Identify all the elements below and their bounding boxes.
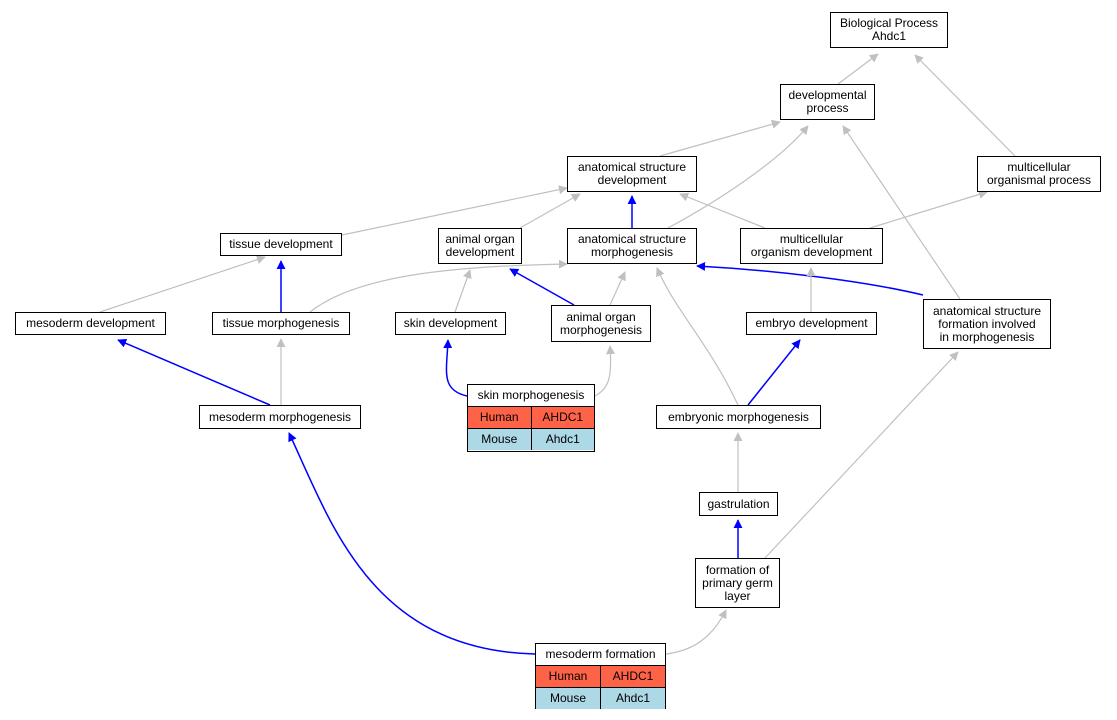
node-label-line: primary germ (702, 575, 773, 590)
edge-mesoderm-dev-to-tissue-dev (99, 255, 266, 313)
edge-skin-dev-to-animal-organ-dev (454, 269, 472, 313)
node-label-line: organism development (750, 245, 873, 259)
edge-tissue-dev-to-anat-dev (341, 185, 568, 236)
node-label-line: formation involved (938, 316, 1036, 331)
node-label-line: mesoderm morphogenesis (208, 409, 352, 424)
node-label-line: development (597, 173, 667, 187)
edge-tissue-morph-to-anat-morph (309, 259, 568, 313)
node-label-line: animal organ (566, 309, 636, 324)
species-cell: Mouse (549, 691, 587, 705)
node-label-line: Ahdc1 (871, 29, 907, 43)
gene-row-mouse: Mouse Ahdc1 (536, 687, 665, 709)
node-label-line: development (445, 245, 515, 259)
node-tissue-development[interactable]: tissue development (220, 233, 342, 256)
node-label-line: gastrulation (707, 496, 770, 511)
edge-anat-formation-to-anat-morph (696, 261, 924, 296)
node-label-line: morphogenesis (590, 245, 674, 259)
edge-anat-dev-to-dev-process (659, 119, 781, 157)
edge-anat-morph-to-dev-process (667, 125, 809, 229)
node-label-line: process (806, 101, 849, 115)
species-cell: Human (479, 410, 519, 424)
edge-animal-organ-morph-to-anat-morph (609, 271, 626, 306)
edge-skin-morph-to-skin-dev (443, 339, 468, 397)
gene-row-mouse: Mouse Ahdc1 (468, 428, 594, 450)
edge-multi-process-to-bio-process (914, 54, 1016, 157)
node-mesoderm-morphogenesis[interactable]: mesoderm morphogenesis (199, 405, 361, 429)
node-multicellular-organism-development[interactable]: multicellular organism development (740, 228, 883, 264)
edge-embryonic-morph-to-anat-morph (656, 267, 739, 406)
edge-mesoderm-formation-to-primary-germ (665, 609, 727, 655)
node-label-line: embryo development (755, 316, 868, 330)
node-mesoderm-development[interactable]: mesoderm development (15, 312, 166, 335)
node-label-line: animal organ (445, 232, 515, 246)
node-label-line: anatomical structure (577, 232, 687, 246)
node-label-line: skin development (403, 316, 498, 330)
edge-primary-germ-to-anat-formation (764, 351, 959, 559)
node-multicellular-organismal-process[interactable]: multicellular organismal process (977, 156, 1101, 192)
edge-skin-morph-to-animal-organ-morph (594, 345, 616, 397)
node-anatomical-structure-morphogenesis[interactable]: anatomical structure morphogenesis (567, 228, 697, 264)
node-label-line: organismal process (986, 173, 1092, 187)
node-label-line: formation of (705, 562, 770, 577)
node-label-line: multicellular (779, 232, 844, 246)
node-tissue-morphogenesis[interactable]: tissue morphogenesis (212, 312, 350, 335)
gene-cell: Ahdc1 (600, 688, 665, 709)
node-animal-organ-morphogenesis[interactable]: animal organ morphogenesis (551, 305, 651, 342)
gene-cell: AHDC1 (530, 407, 595, 428)
node-gastrulation[interactable]: gastrulation (699, 492, 778, 516)
node-label-line: morphogenesis (559, 322, 643, 337)
gene-cell: AHDC1 (600, 666, 665, 687)
edge-animal-organ-dev-to-anat-dev (519, 193, 581, 229)
edge-dev-process-to-bio-process (837, 53, 879, 85)
gene-row-human: Human AHDC1 (536, 666, 665, 687)
node-label-line: in morphogenesis (939, 329, 1035, 344)
node-animal-organ-development[interactable]: animal organ development (438, 228, 522, 264)
node-biological-process[interactable]: Biological Process Ahdc1 (830, 12, 948, 48)
gene-table-title: skin morphogenesis (468, 385, 594, 407)
node-label-line: embryonic morphogenesis (668, 409, 809, 424)
edge-mesoderm-morph-to-mesoderm-dev (117, 339, 271, 406)
node-label-line: anatomical structure (577, 160, 687, 174)
node-developmental-process[interactable]: developmental process (780, 84, 875, 120)
node-label-line: layer (724, 588, 751, 603)
edge-multi-org-dev-to-anat-dev (679, 192, 766, 229)
node-skin-development[interactable]: skin development (395, 312, 506, 335)
edge-anat-formation-to-dev-process (842, 125, 961, 300)
gene-table-title: mesoderm formation (536, 644, 665, 666)
gene-row-human: Human AHDC1 (468, 407, 594, 428)
species-cell: Mouse (481, 432, 518, 446)
node-embryo-development[interactable]: embryo development (746, 312, 877, 335)
node-embryonic-morphogenesis[interactable]: embryonic morphogenesis (656, 405, 821, 429)
node-formation-of-primary-germ-layer[interactable]: formation of primary germ layer (695, 558, 780, 608)
node-label-line: tissue morphogenesis (222, 316, 340, 330)
gene-table-skin-morphogenesis[interactable]: skin morphogenesis Human AHDC1 Mouse Ahd… (467, 384, 595, 452)
edge-embryonic-morph-to-embryo-dev (747, 339, 801, 406)
species-cell: Human (548, 669, 588, 683)
gene-table-mesoderm-formation[interactable]: mesoderm formation Human AHDC1 Mouse Ahd… (535, 643, 666, 709)
node-label-line: Biological Process (839, 16, 939, 30)
node-label-line: multicellular (1007, 160, 1071, 174)
node-label-line: anatomical structure (932, 303, 1042, 318)
edge-animal-organ-morph-to-animal-organ-dev (509, 268, 575, 306)
node-anatomical-structure-formation[interactable]: anatomical structure formation involved … (923, 299, 1051, 349)
edge-multi-org-dev-to-multi-process (869, 190, 988, 229)
gene-cell: Ahdc1 (530, 429, 595, 450)
node-anatomical-structure-development[interactable]: anatomical structure development (567, 156, 697, 192)
node-label-line: developmental (788, 88, 867, 102)
node-label-line: mesoderm development (26, 316, 155, 330)
edge-mesoderm-formation-to-mesoderm-morph (288, 432, 536, 655)
node-label-line: tissue development (229, 237, 333, 251)
